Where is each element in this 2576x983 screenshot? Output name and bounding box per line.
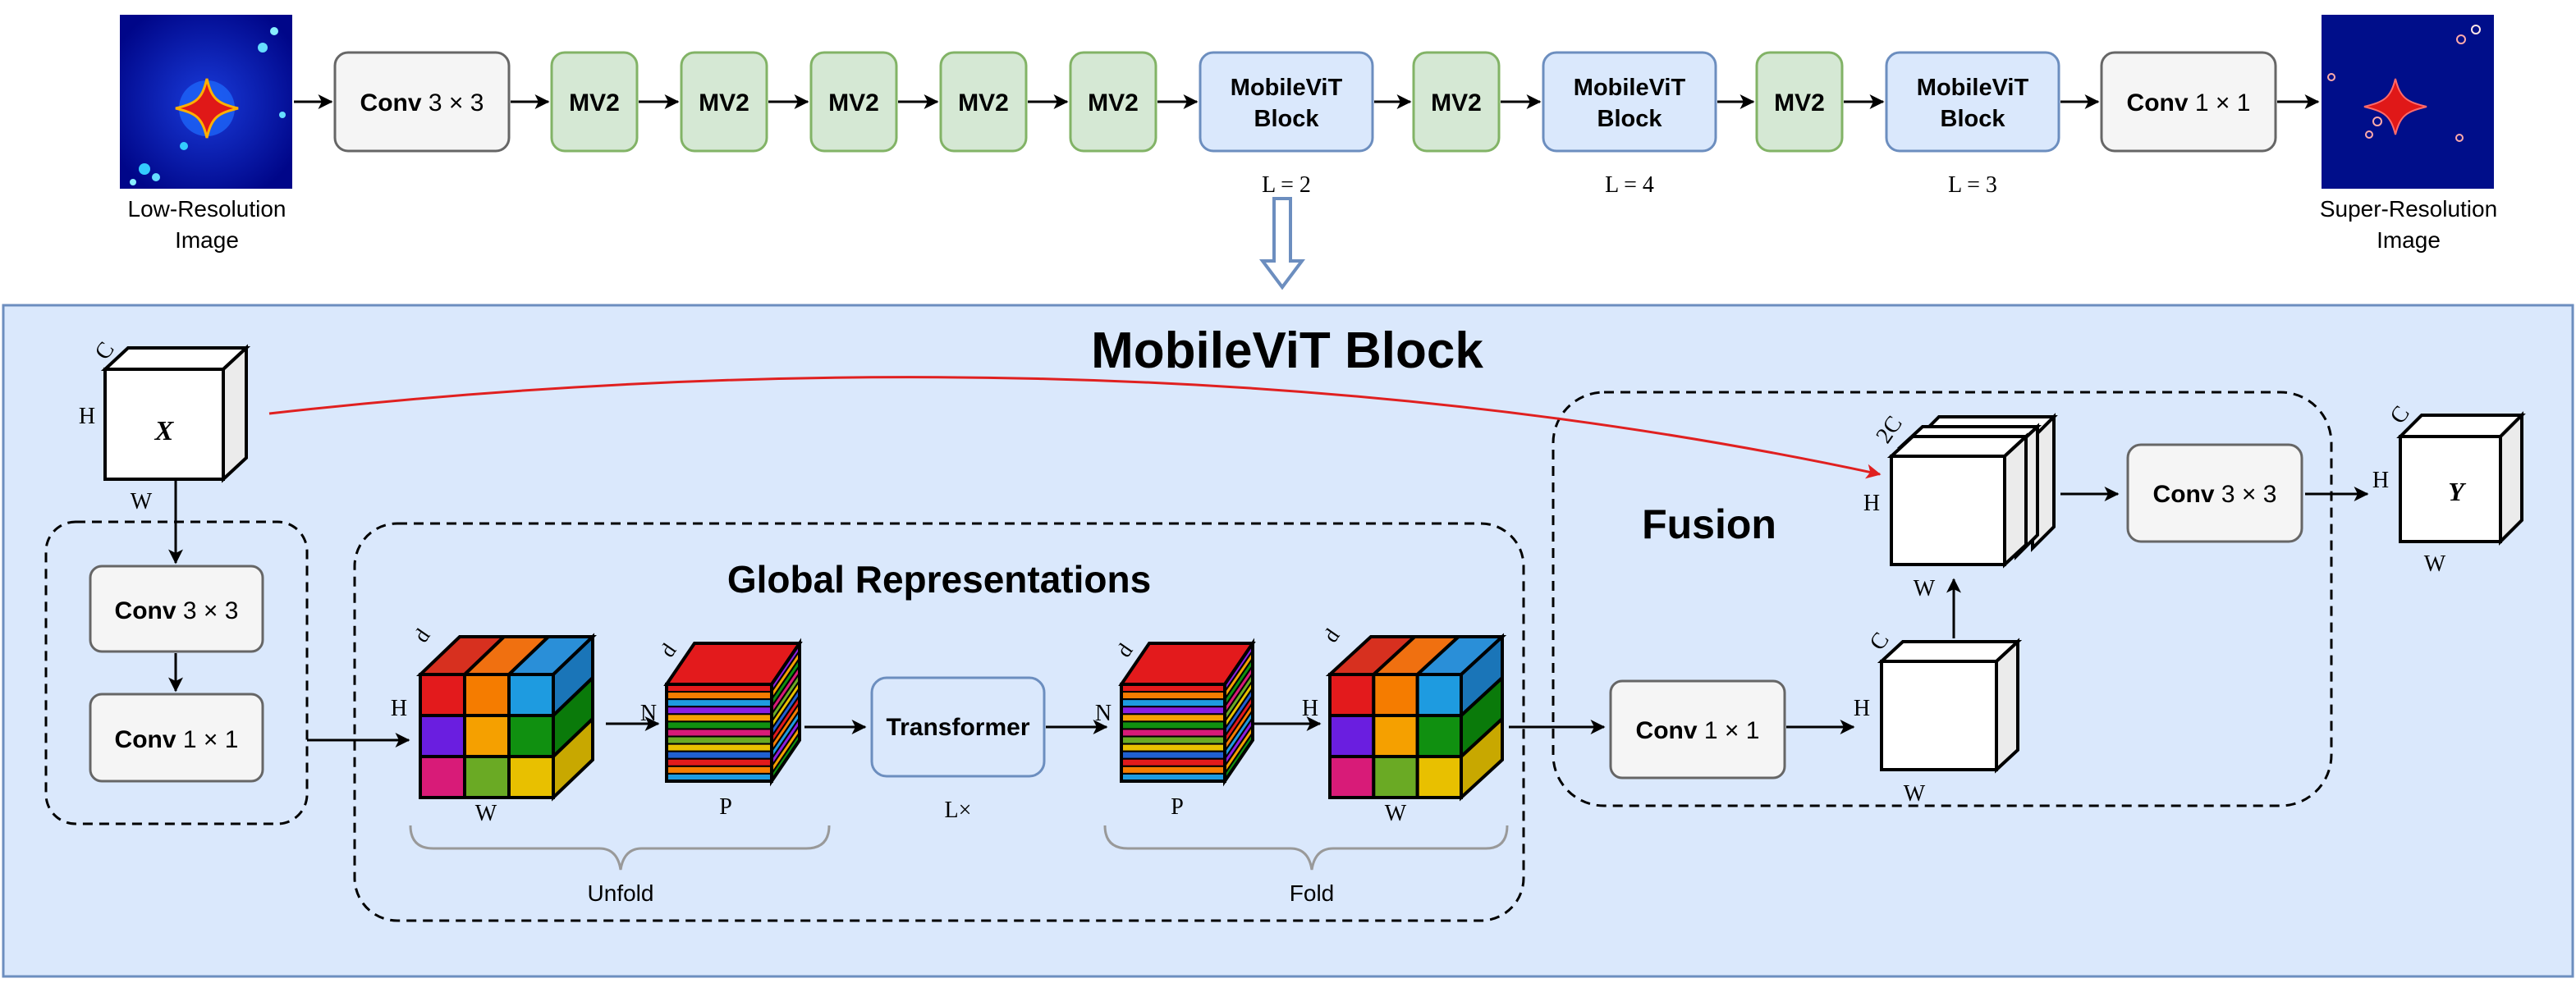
pipeline-mv2-label: MV2 [699,89,749,117]
fusion-title: Fusion [1642,501,1776,547]
output-cube-dim-w: W [2424,551,2446,577]
pipeline-block-conv: Conv 1 × 1 [2100,51,2277,153]
panel-title: MobileViT Block [1091,322,1483,379]
local-conv1-rest: 1 × 1 [176,726,239,753]
pipeline-vit-label-line1: MobileViT [1231,75,1343,101]
fusion-conv-3x3: Conv 3 × 3 [2126,443,2303,543]
pipeline-block-mv2: MV2 [1755,51,1844,153]
pipeline-block-mv2: MV2 [939,51,1028,153]
unfolded-dim-n: N [640,701,657,726]
input-cube-label: X [154,416,175,446]
output-label-line2: Image [2377,227,2441,253]
pipeline-vit-label-line2: Block [1597,106,1663,132]
pipeline-block-vit: MobileViT Block L = 2 [1199,51,1374,198]
grid-in-dim-h: H [391,696,407,721]
global-representations-title: Global Representations [727,558,1151,601]
output-cube-dim-h: H [2372,468,2389,493]
fusion-cube-c-dim-h: H [1854,696,1870,721]
folded-in-dim-n: N [1095,701,1112,726]
transformer-repeat: L× [945,798,972,823]
fusion-group [1552,391,2333,807]
pipeline-block-vit: MobileViT Block L = 3 [1885,51,2060,198]
fusion-conv1-bold: Conv [1636,717,1698,744]
fusion-conv1-rest: 1 × 1 [1698,717,1760,744]
pipeline-mv2-label: MV2 [1088,89,1139,117]
input-label-line2: Image [175,227,239,253]
fusion-cube-c-dim-w: W [1904,781,1926,807]
global-representations-group [353,522,1525,922]
pipeline-mv2-label: MV2 [828,89,879,117]
skip-connection-arrow [268,376,1882,479]
svg-text:Conv 1 × 1: Conv 1 × 1 [1636,717,1760,744]
local-conv3-bold: Conv [115,597,176,624]
expand-down-arrow [1259,197,1305,290]
svg-text:Conv 1 × 1: Conv 1 × 1 [115,726,239,753]
fusion-cube-c: C H W [1854,628,2023,807]
pipeline-block-mv2: MV2 [550,51,639,153]
mobilevit-block-detail-panel: MobileViT Block Global Representations F… [2,304,2574,978]
pipeline-vit-sublabel: L = 4 [1605,172,1654,198]
pipeline-vit-label-line2: Block [1941,106,2006,132]
fusion-conv3-rest: 3 × 3 [2215,481,2277,508]
pipeline-mv2-label: MV2 [569,89,620,117]
fusion-cube-2c: 2C H W [1863,411,2058,601]
svg-text:Conv 3 × 3: Conv 3 × 3 [2153,481,2277,508]
fusion-conv-1x1: Conv 1 × 1 [1609,679,1786,780]
pipeline-vit-label-line1: MobileViT [1574,75,1686,101]
pipeline-block-vit: MobileViT Block L = 4 [1542,51,1717,198]
pipeline-conv-label: Conv 1 × 1 [2127,89,2251,117]
unfolded-patches-cube [663,638,803,787]
local-conv-3x3: Conv 3 × 3 [89,565,264,653]
folded-in-dim-p: P [1171,794,1184,820]
fusion-cube-2c-dim-h: H [1863,491,1880,516]
pipeline-mv2-label: MV2 [1431,89,1482,117]
input-label-line1: Low-Resolution [128,196,286,222]
super-resolution-image [2322,15,2494,189]
fusion-cube-2c-dim-w: W [1914,576,1936,601]
svg-text:Conv 3 × 3: Conv 3 × 3 [115,597,239,624]
pipeline-block-mv2: MV2 [1412,51,1501,153]
pipeline-conv-label: Conv 3 × 3 [360,89,484,117]
pipeline-vit-label-line1: MobileViT [1917,75,2029,101]
output-label-line1: Super-Resolution [2320,196,2497,222]
output-cube-label: Y [2448,477,2466,506]
pipeline-block-mv2: MV2 [809,51,898,153]
panel-background [2,304,2574,978]
input-patch-grid-cube [416,633,597,802]
pipeline-vit-sublabel: L = 3 [1948,172,1997,198]
pipeline-block-mv2: MV2 [680,51,768,153]
local-conv-1x1: Conv 1 × 1 [89,693,264,783]
low-resolution-image [120,15,292,189]
pipeline-mv2-label: MV2 [958,89,1009,117]
input-feature-cube: X C H W [79,337,251,514]
grid-out-dim-w: W [1385,801,1407,826]
unfolded-dim-p: P [719,794,732,820]
input-cube-dim-w: W [131,489,153,514]
input-cube-dim-h: H [79,404,95,429]
transformer-block: Transformer L× [870,676,1046,823]
fusion-conv3-bold: Conv [2153,481,2215,508]
pipeline-vit-sublabel: L = 2 [1262,172,1311,198]
fold-brace [1103,825,1509,871]
pipeline-block-conv: Conv 3 × 3 [333,51,511,153]
transformer-label: Transformer [886,714,1029,741]
pipeline-row: Low-Resolution Image Super-Resolution Im… [120,15,2497,253]
folded-patch-grid-cube [1325,633,1507,802]
pipeline-mv2-label: MV2 [1774,89,1825,117]
pipeline-block-mv2: MV2 [1069,51,1157,153]
transformed-patches-cube [1118,638,1256,787]
grid-in-dim-w: W [475,801,497,826]
local-conv1-bold: Conv [115,726,176,753]
local-conv3-rest: 3 × 3 [176,597,239,624]
fold-label: Fold [1290,880,1334,906]
unfold-brace [409,825,831,871]
grid-out-dim-h: H [1302,696,1318,721]
unfold-label: Unfold [588,880,654,906]
pipeline-vit-label-line2: Block [1254,106,1320,132]
